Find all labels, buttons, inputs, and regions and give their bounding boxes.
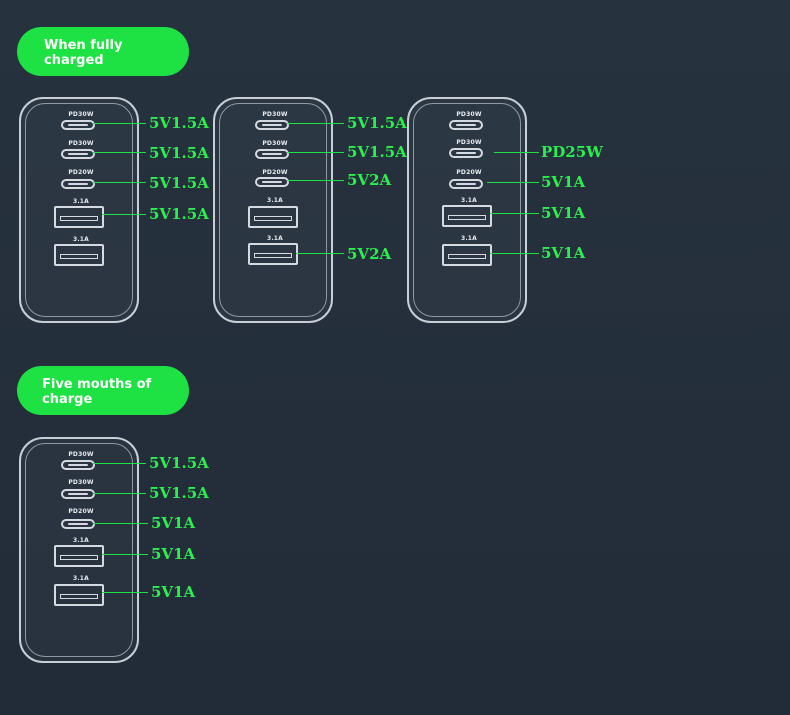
charger-diagram-4: PD30W PD30W PD20W 3.1A 3.1A	[19, 437, 139, 663]
port-label-c2: PD30W	[68, 479, 94, 486]
usb-c-port-3-icon	[61, 179, 95, 189]
usb-a-port-1-icon	[54, 545, 104, 567]
port-label-c2: PD30W	[68, 140, 94, 147]
output-spec-c2: 5V1.5A	[149, 484, 209, 502]
leader-line	[93, 123, 146, 124]
output-spec-a2: 5V2A	[347, 245, 392, 263]
port-label-c3: PD20W	[68, 508, 94, 515]
usb-a-port-2-icon	[248, 243, 298, 265]
port-label-c3: PD20W	[262, 169, 288, 176]
leader-line	[487, 182, 539, 183]
output-spec-a1: 5V1.5A	[149, 205, 209, 223]
usb-c-port-2-icon	[449, 148, 483, 158]
leader-line	[93, 152, 146, 153]
usb-c-port-1-icon	[61, 460, 95, 470]
usb-c-port-2-icon	[255, 149, 289, 159]
output-spec-c3: 5V1.5A	[149, 174, 209, 192]
output-spec-c3: 5V1A	[541, 173, 586, 191]
usb-c-port-2-icon	[61, 149, 95, 159]
port-label-c3: PD20W	[456, 169, 482, 176]
port-label-a2: 3.1A	[72, 575, 90, 582]
usb-c-port-1-icon	[61, 120, 95, 130]
leader-line	[287, 180, 344, 181]
leader-line	[93, 493, 146, 494]
port-label-a1: 3.1A	[460, 197, 478, 204]
usb-a-port-2-icon	[442, 244, 492, 266]
output-spec-c2: 5V1.5A	[347, 143, 407, 161]
output-spec-c2: 5V1.5A	[149, 144, 209, 162]
usb-c-port-3-icon	[449, 179, 483, 189]
charger-diagram-2: PD30W PD30W PD20W 3.1A 3.1A	[213, 97, 333, 323]
output-spec-c3: 5V2A	[347, 171, 392, 189]
leader-line	[494, 152, 539, 153]
output-spec-a2: 5V1A	[541, 244, 586, 262]
output-spec-c3: 5V1A	[151, 514, 196, 532]
charger-diagram-1: PD30W PD30W PD20W 3.1A 3.1A	[19, 97, 139, 323]
output-spec-c2: PD25W	[541, 143, 604, 161]
leader-line	[287, 123, 344, 124]
port-label-a1: 3.1A	[266, 197, 284, 204]
port-label-c3: PD20W	[68, 169, 94, 176]
leader-line	[102, 554, 148, 555]
usb-a-port-2-icon	[54, 244, 104, 266]
leader-line	[93, 463, 146, 464]
usb-a-port-1-icon	[442, 205, 492, 227]
usb-c-port-1-icon	[449, 120, 483, 130]
output-spec-a1: 5V1A	[541, 204, 586, 222]
usb-c-port-1-icon	[255, 120, 289, 130]
leader-line	[93, 182, 146, 183]
port-label-a2: 3.1A	[72, 236, 90, 243]
charger-diagram-3: PD30W PD30W PD20W 3.1A 3.1A	[407, 97, 527, 323]
output-spec-c1: 5V1.5A	[149, 114, 209, 132]
usb-c-port-3-icon	[255, 177, 289, 187]
usb-c-port-3-icon	[61, 519, 95, 529]
output-spec-a1: 5V1A	[151, 545, 196, 563]
leader-line	[287, 152, 344, 153]
leader-line	[102, 592, 148, 593]
leader-line	[102, 214, 146, 215]
output-spec-c1: 5V1.5A	[149, 454, 209, 472]
port-label-c2: PD30W	[262, 140, 288, 147]
leader-line	[296, 253, 344, 254]
usb-a-port-1-icon	[248, 206, 298, 228]
usb-a-port-2-icon	[54, 584, 104, 606]
port-label-a1: 3.1A	[72, 198, 90, 205]
port-label-c2: PD30W	[456, 139, 482, 146]
port-label-a1: 3.1A	[72, 537, 90, 544]
usb-c-port-2-icon	[61, 489, 95, 499]
leader-line	[93, 523, 148, 524]
port-label-a2: 3.1A	[460, 235, 478, 242]
port-label-c1: PD30W	[456, 111, 482, 118]
port-label-a2: 3.1A	[266, 235, 284, 242]
leader-line	[490, 213, 539, 214]
section-label-five-ports: Five mouths of charge	[17, 366, 189, 415]
port-label-c1: PD30W	[68, 111, 94, 118]
section-label-fully-charged: When fully charged	[17, 27, 189, 76]
output-spec-a2: 5V1A	[151, 583, 196, 601]
output-spec-c1: 5V1.5A	[347, 114, 407, 132]
usb-a-port-1-icon	[54, 206, 104, 228]
port-label-c1: PD30W	[68, 451, 94, 458]
port-label-c1: PD30W	[262, 111, 288, 118]
leader-line	[490, 253, 539, 254]
